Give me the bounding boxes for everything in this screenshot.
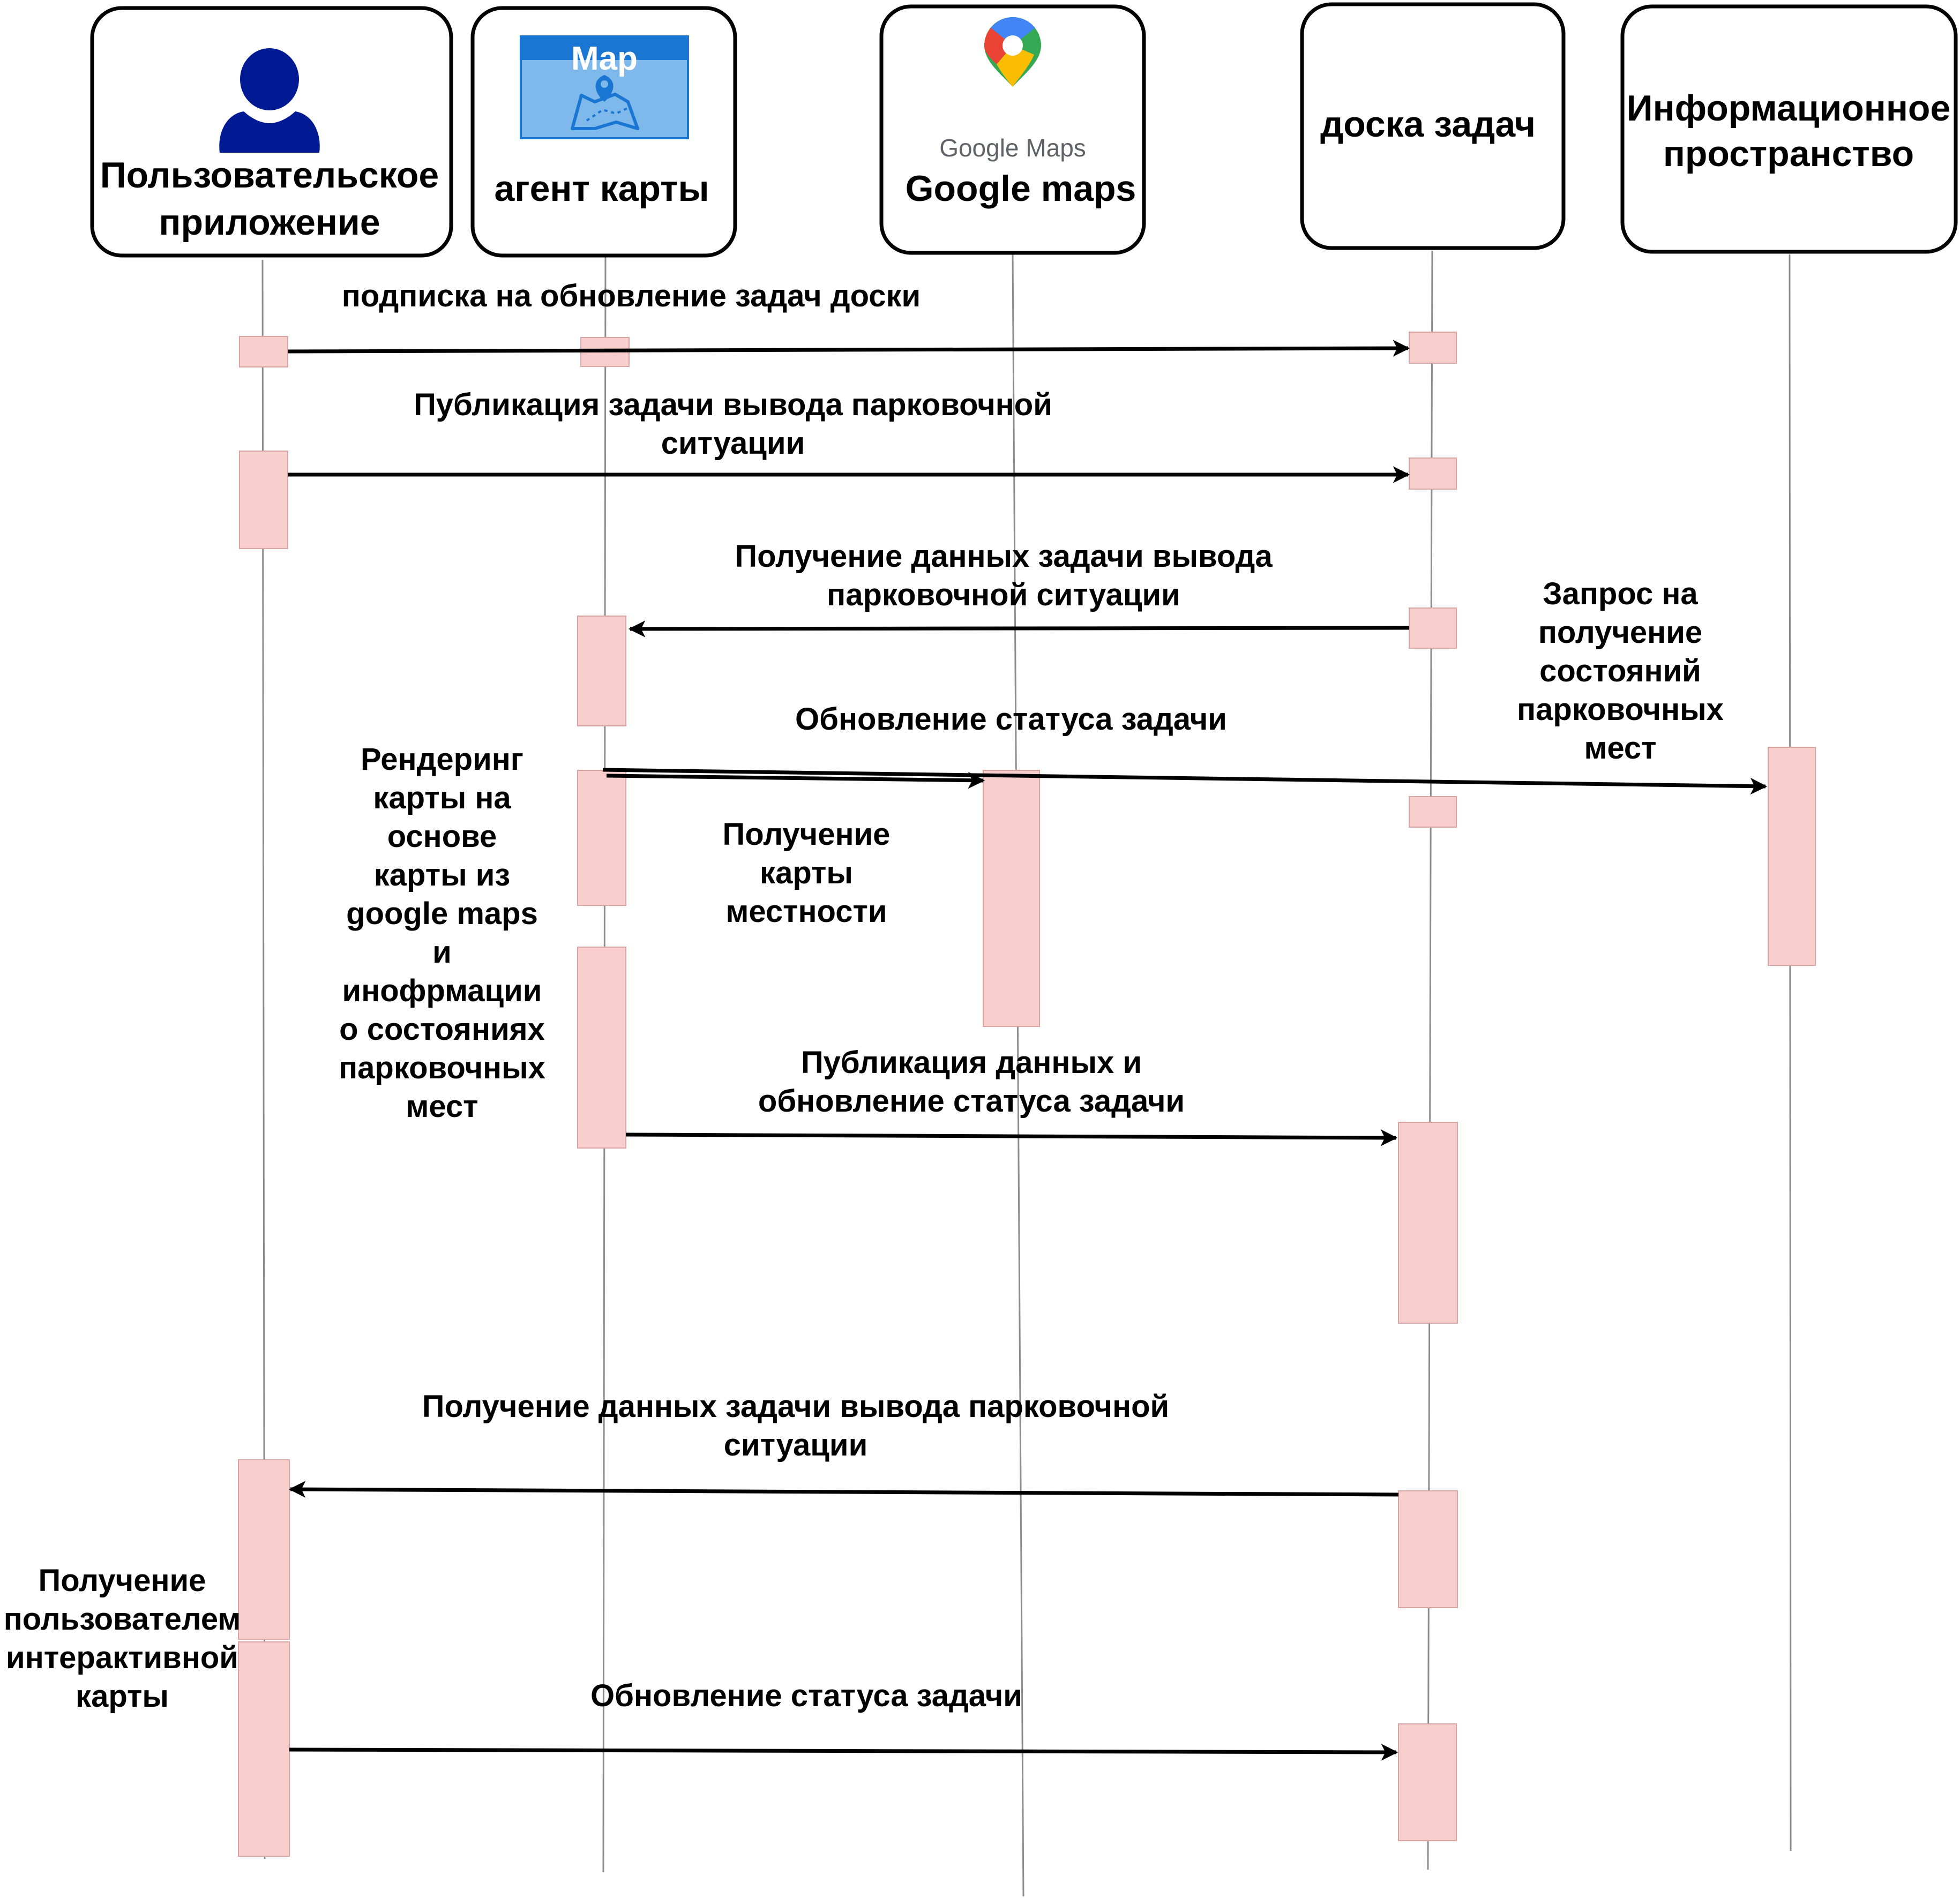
message-label-m4: Обновление статуса задачи (795, 702, 1227, 737)
note-labels: Рендеринг карты на основе карты из google ma… (4, 742, 545, 1714)
arrow-update-status (602, 768, 1768, 795)
message-label-m1-line: подписка на обновление задач доски (342, 279, 921, 313)
actor-label-info-space-line: Информационное (1627, 88, 1951, 129)
message-label-m8-line: ситуации (724, 1428, 867, 1462)
map-icon: Map (520, 35, 689, 139)
actor-box-info-space (1620, 4, 1958, 254)
note-label-render-note-line: Рендеринг (361, 742, 523, 777)
actor-label-task-board: доска задач (1320, 104, 1536, 145)
activation-task-board-7 (1398, 1723, 1457, 1841)
note-label-user-note-line: пользователем (4, 1602, 241, 1637)
note-label-render-note-line: google maps (346, 896, 538, 931)
activation-info-space-1 (1768, 747, 1816, 966)
message-label-m5-line: мест (1584, 731, 1656, 766)
message-label-m7-line: Публикация данных и (801, 1045, 1142, 1080)
message-label-m5-line: парковочных (1517, 692, 1724, 727)
actor-label-task-board-line: доска задач (1320, 104, 1536, 145)
actor-labels: Пользовательское приложение агент карты Goo… (100, 88, 1951, 243)
message-label-m8-line: Получение данных задачи вывода парковочн… (422, 1389, 1169, 1424)
arrow-get-map (606, 771, 985, 789)
message-label-m2-line: Публикация задачи вывода парковочной (414, 387, 1052, 422)
activation-bars (238, 332, 1816, 1857)
lifeline-google-maps (1012, 254, 1024, 1897)
lifeline-info-space (1789, 254, 1792, 1851)
message-label-m6-line: местности (725, 894, 887, 929)
actor-box-google-maps (879, 4, 1146, 255)
activation-task-board-5 (1398, 1122, 1458, 1324)
note-label-render-note-line: карты из (374, 858, 511, 892)
activation-map-agent-2 (577, 616, 626, 726)
google-maps-logo-text: Google Maps (939, 134, 1086, 162)
message-label-m5-line: состояний (1539, 654, 1701, 688)
activation-task-board-4 (1409, 796, 1457, 828)
message-arrows (287, 340, 1768, 1761)
activation-task-board-1 (1409, 332, 1457, 364)
activation-task-board-2 (1409, 457, 1457, 490)
note-label-render-note-line: парковочных (339, 1051, 545, 1085)
message-label-m2: Публикация задачи вывода парковочной ситу… (414, 387, 1052, 461)
note-label-render-note-line: основе (387, 819, 497, 854)
message-label-m9: Обновление статуса задачи (590, 1678, 1022, 1713)
google-maps-pin-icon: Google Maps (939, 17, 1086, 162)
arrow-get-task-data-user (288, 1481, 1399, 1498)
message-label-m6-line: карты (760, 856, 853, 890)
arrow-subscribe (287, 340, 1410, 357)
activation-task-board-6 (1398, 1490, 1458, 1608)
actor-label-google-maps: Google maps (906, 168, 1136, 209)
actor-label-user-app-line: приложение (159, 202, 380, 243)
actor-label-info-space-line: пространство (1663, 133, 1914, 174)
activation-task-board-3 (1409, 607, 1457, 649)
note-label-render-note-line: мест (406, 1089, 478, 1124)
message-label-m8: Получение данных задачи вывода парковочн… (422, 1389, 1169, 1462)
activation-user-app-4 (238, 1641, 290, 1857)
arrow-get-task-data (628, 620, 1410, 637)
note-label-user-note-line: интерактивной (6, 1640, 238, 1675)
activation-map-agent-3 (577, 770, 626, 906)
message-label-m6-line: Получение (723, 817, 891, 852)
note-label-render-note-line: о состояниях (339, 1012, 545, 1047)
activation-map-agent-4 (577, 947, 626, 1149)
message-label-m5: Запрос на получение состояний парковочных ме… (1517, 576, 1724, 766)
message-label-m1: подписка на обновление задач доски (342, 279, 921, 313)
user-icon (219, 48, 320, 153)
note-label-user-note-line: Получение (39, 1563, 206, 1598)
message-label-m5-line: получение (1538, 615, 1702, 650)
actors: Map Google Maps Пользовательское приложен… (90, 2, 1958, 258)
activation-user-app-2 (239, 451, 288, 549)
activation-google-maps-1 (983, 770, 1040, 1027)
actor-label-user-app: Пользовательское приложение (100, 155, 439, 243)
message-labels: подписка на обновление задач доскиПублик… (342, 279, 1724, 1713)
note-label-render-note: Рендеринг карты на основе карты из google ma… (339, 742, 545, 1124)
message-label-m4-line: Обновление статуса задачи (795, 702, 1227, 737)
actor-label-google-maps-line: Google maps (906, 168, 1136, 209)
message-label-m5-line: Запрос на (1543, 576, 1698, 611)
message-label-m9-line: Обновление статуса задачи (590, 1678, 1022, 1713)
message-label-m3-line: Получение данных задачи вывода (735, 539, 1273, 574)
message-label-m7: Публикация данных и обновление статуса за… (758, 1045, 1185, 1119)
arrow-update-status-user (289, 1744, 1398, 1761)
message-label-m3-line: парковочной ситуации (827, 577, 1180, 612)
note-label-render-note-line: инофрмации (342, 973, 542, 1008)
activation-user-app-1 (239, 336, 288, 367)
map-icon-text: Map (571, 40, 638, 77)
arrow-publish-data (625, 1129, 1398, 1146)
actor-label-map-agent: агент карты (494, 168, 709, 209)
lifeline-task-board (1427, 250, 1433, 1870)
note-label-user-note-line: карты (76, 1679, 169, 1714)
actor-box-task-board (1300, 2, 1566, 250)
message-label-m7-line: обновление статуса задачи (758, 1084, 1185, 1119)
message-label-m2-line: ситуации (661, 426, 805, 461)
actor-label-map-agent-line: агент карты (494, 168, 709, 209)
actor-label-user-app-line: Пользовательское (100, 155, 439, 196)
message-label-m6: Получение карты местности (723, 817, 891, 929)
activation-user-app-3 (238, 1459, 290, 1640)
note-label-render-note-line: карты на (373, 781, 511, 815)
note-label-render-note-line: и (432, 935, 452, 970)
